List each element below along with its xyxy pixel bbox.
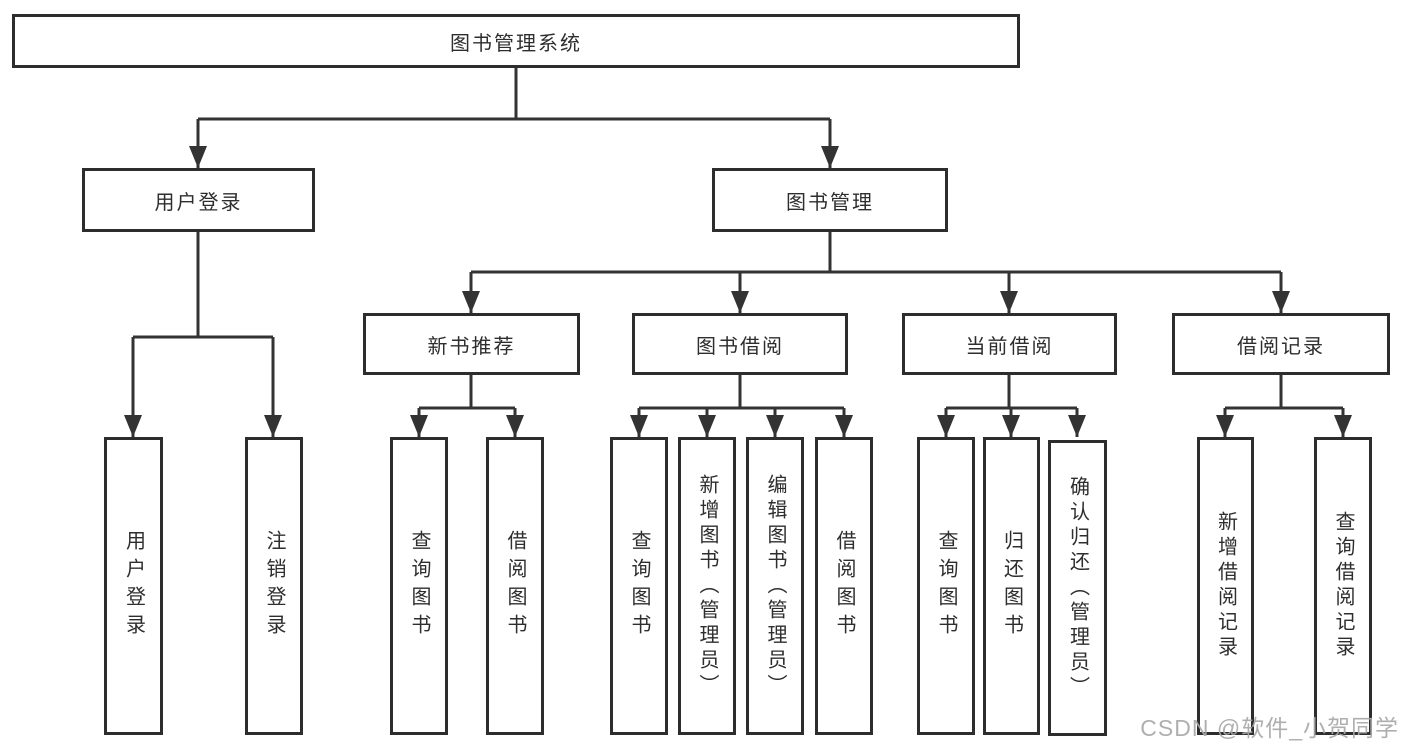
arrowhead-icon xyxy=(506,415,524,437)
node-current-borrowing: 当前借阅 xyxy=(902,313,1117,375)
node-leaf-query-books-3: 查询图书 xyxy=(917,437,975,735)
arrowhead-icon xyxy=(766,415,784,437)
node-leaf-user-login: 用户登录 xyxy=(104,437,163,735)
arrowhead-icon xyxy=(410,415,428,437)
node-leaf-query-borrow-record-label: 查询借阅记录 xyxy=(1332,511,1354,661)
arrowhead-icon xyxy=(189,146,207,168)
arrowhead-icon xyxy=(1000,291,1018,313)
arrowhead-icon xyxy=(1216,415,1234,437)
arrowhead-icon xyxy=(937,415,955,437)
arrowhead-icon xyxy=(630,415,648,437)
arrowhead-icon xyxy=(124,415,142,437)
node-leaf-borrow-books-1-label: 借阅图书 xyxy=(504,530,526,642)
node-root-label: 图书管理系统 xyxy=(450,32,582,55)
node-book-management: 图书管理 xyxy=(712,168,948,232)
node-leaf-confirm-return-admin-label: 确认归还（管理员） xyxy=(1066,475,1089,701)
watermark: CSDN @软件_小贺同学 xyxy=(1140,715,1399,741)
arrowhead-icon xyxy=(264,415,282,437)
node-leaf-add-borrow-record-label: 新增借阅记录 xyxy=(1214,511,1237,661)
node-leaf-add-books-admin-label: 新增图书（管理员） xyxy=(696,473,718,699)
node-leaf-borrow-books-2: 借阅图书 xyxy=(815,437,873,735)
node-leaf-confirm-return-admin: 确认归还（管理员） xyxy=(1048,440,1107,736)
arrowhead-icon xyxy=(1334,415,1352,437)
node-root: 图书管理系统 xyxy=(12,14,1020,68)
node-leaf-borrow-books-2-label: 借阅图书 xyxy=(833,530,855,642)
arrowhead-icon xyxy=(698,415,716,437)
node-new-book-recommendation: 新书推荐 xyxy=(363,313,580,375)
node-book-borrowing: 图书借阅 xyxy=(632,313,848,375)
arrowheads xyxy=(124,146,1352,437)
node-leaf-query-books-1: 查询图书 xyxy=(390,437,448,735)
node-leaf-query-books-3-label: 查询图书 xyxy=(935,530,957,642)
arrowhead-icon xyxy=(731,291,749,313)
node-leaf-edit-books-admin-label: 编辑图书（管理员） xyxy=(764,473,786,699)
node-leaf-query-books-1-label: 查询图书 xyxy=(408,530,430,642)
connector-path xyxy=(131,68,1345,437)
node-current-borrowing-label: 当前借阅 xyxy=(965,335,1054,358)
node-leaf-add-borrow-record: 新增借阅记录 xyxy=(1197,437,1254,735)
arrowhead-icon xyxy=(1272,291,1290,313)
node-leaf-edit-books-admin: 编辑图书（管理员） xyxy=(746,437,804,735)
node-leaf-query-books-2: 查询图书 xyxy=(610,437,668,735)
node-borrowing-records: 借阅记录 xyxy=(1172,313,1390,375)
node-leaf-return-books: 归还图书 xyxy=(983,437,1040,735)
arrowhead-icon xyxy=(835,415,853,437)
node-leaf-logout: 注销登录 xyxy=(245,437,303,735)
node-leaf-query-borrow-record: 查询借阅记录 xyxy=(1314,437,1372,735)
node-leaf-add-books-admin: 新增图书（管理员） xyxy=(678,437,736,735)
node-leaf-query-books-2-label: 查询图书 xyxy=(628,530,650,642)
node-book-management-label: 图书管理 xyxy=(786,191,874,214)
node-leaf-logout-label: 注销登录 xyxy=(263,530,285,642)
node-leaf-return-books-label: 归还图书 xyxy=(1000,530,1023,642)
node-leaf-borrow-books-1: 借阅图书 xyxy=(486,437,544,735)
arrowhead-icon xyxy=(462,291,480,313)
arrowhead-icon xyxy=(1002,415,1020,437)
node-book-borrowing-label: 图书借阅 xyxy=(696,335,784,358)
node-leaf-user-login-label: 用户登录 xyxy=(122,530,145,642)
node-user-login-label: 用户登录 xyxy=(154,191,243,214)
arrowhead-icon xyxy=(1068,415,1086,437)
arrowhead-icon xyxy=(821,146,839,168)
node-borrowing-records-label: 借阅记录 xyxy=(1237,335,1325,358)
node-new-book-recommendation-label: 新书推荐 xyxy=(427,335,516,358)
node-user-login: 用户登录 xyxy=(82,168,315,232)
